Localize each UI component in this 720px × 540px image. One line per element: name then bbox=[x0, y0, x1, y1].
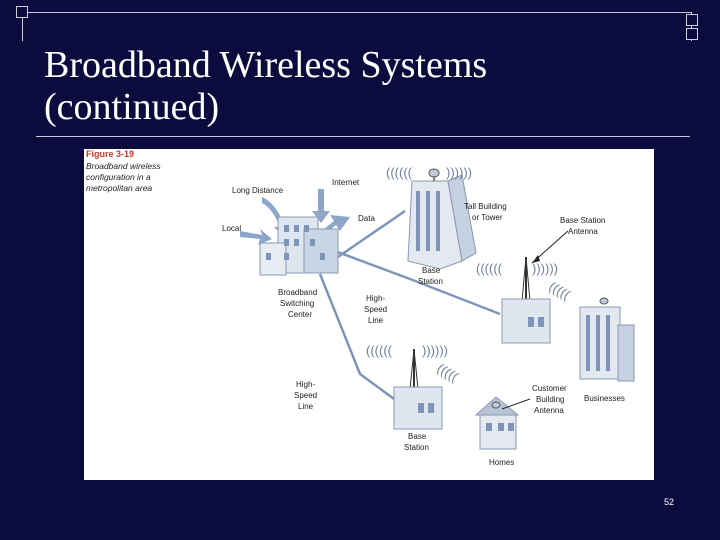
internet-arrow bbox=[312, 189, 330, 223]
label-internet: Internet bbox=[332, 178, 360, 187]
label-base-station-antenna: Base Station bbox=[560, 216, 605, 225]
svg-text:)))))): )))))) bbox=[446, 165, 472, 180]
broadband-wireless-diagram: (((((( )))))) (((((( )))))) ((((( ((((((… bbox=[222, 165, 635, 467]
antenna-pointer-head bbox=[532, 255, 540, 263]
home-building bbox=[474, 396, 520, 450]
tall-building bbox=[407, 168, 477, 270]
figure-caption: Figure 3-19 Broadband wireless configura… bbox=[84, 149, 200, 480]
label-speed-bottom: Speed bbox=[294, 391, 317, 400]
local-arrow bbox=[240, 229, 272, 245]
label-high-top: High- bbox=[366, 294, 385, 303]
label-base-station-antenna-2: Antenna bbox=[568, 227, 598, 236]
label-station-2: Station bbox=[404, 443, 429, 452]
title-divider bbox=[36, 136, 690, 137]
label-or-tower: or Tower bbox=[472, 213, 503, 222]
label-local: Local bbox=[222, 224, 241, 233]
label-line-bottom: Line bbox=[298, 402, 314, 411]
label-line-top: Line bbox=[368, 316, 384, 325]
line-to-business-base bbox=[334, 249, 501, 316]
svg-text:)))))): )))))) bbox=[532, 261, 558, 276]
svg-text:((((((: (((((( bbox=[476, 261, 503, 276]
label-station: Station bbox=[418, 277, 443, 286]
home-base-station bbox=[393, 348, 443, 430]
signal-waves-tall: (((((( )))))) bbox=[386, 165, 472, 180]
figure-caption-text: Broadband wireless configuration in a me… bbox=[86, 161, 161, 193]
svg-text:((((((: (((((( bbox=[386, 165, 413, 180]
label-high-bottom: High- bbox=[296, 380, 315, 389]
label-switching: Switching bbox=[280, 299, 314, 308]
label-speed-top: Speed bbox=[364, 305, 387, 314]
label-customer: Customer bbox=[532, 384, 567, 393]
frame-corner-square bbox=[686, 28, 698, 40]
label-data: Data bbox=[358, 214, 375, 223]
slide-title: Broadband Wireless Systems (continued) bbox=[44, 44, 488, 128]
high-speed-lines bbox=[318, 209, 501, 409]
label-base-2: Base bbox=[408, 432, 427, 441]
switching-center-building bbox=[259, 216, 339, 276]
svg-text:)))))): )))))) bbox=[422, 343, 448, 358]
frame-corner-square bbox=[686, 14, 698, 26]
label-antenna: Antenna bbox=[534, 406, 564, 415]
page-number: 52 bbox=[664, 497, 675, 507]
figure-number: Figure 3-19 bbox=[86, 149, 135, 159]
label-broadband: Broadband bbox=[278, 288, 317, 297]
svg-text:(((((: ((((( bbox=[547, 279, 574, 303]
line-to-tall-building bbox=[334, 209, 406, 261]
label-homes: Homes bbox=[489, 458, 514, 467]
svg-text:((((((: (((((( bbox=[366, 343, 393, 358]
label-center: Center bbox=[288, 310, 312, 319]
label-long-distance: Long Distance bbox=[232, 186, 284, 195]
frame-corner-square bbox=[16, 6, 28, 18]
label-base: Base bbox=[422, 266, 441, 275]
label-building: Building bbox=[536, 395, 564, 404]
business-base-station bbox=[501, 256, 551, 344]
label-businesses: Businesses bbox=[584, 394, 625, 403]
slide-frame bbox=[22, 12, 692, 41]
svg-text:(((((: ((((( bbox=[435, 361, 462, 385]
businesses-building bbox=[579, 297, 635, 382]
label-tall-building: Tall Building bbox=[464, 202, 507, 211]
customer-antenna-pointer bbox=[501, 398, 531, 410]
line-to-home-base bbox=[318, 273, 406, 409]
